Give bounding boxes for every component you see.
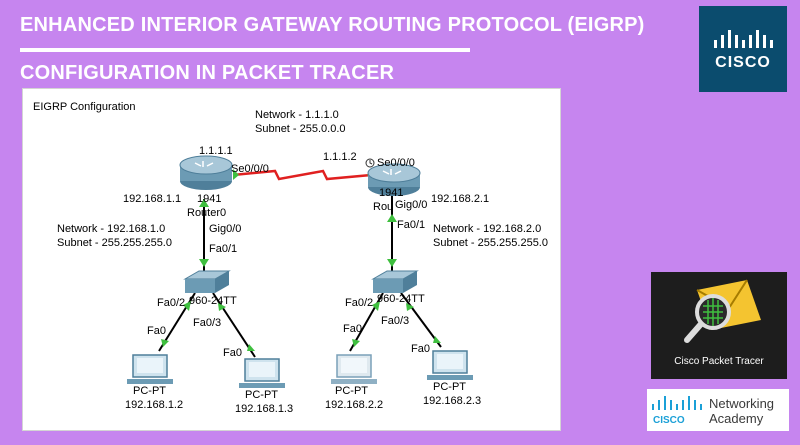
lan1-subnet-label: Subnet - 255.255.255.0 — [433, 237, 548, 249]
pc0-ip: 192.168.1.2 — [125, 399, 184, 411]
page-title-line-2: CONFIGURATION IN PACKET TRACER — [20, 62, 395, 84]
pc3-icon[interactable] — [427, 350, 473, 380]
switch0-port-b: Fa0/3 — [193, 317, 222, 329]
link-status-markers — [161, 169, 441, 351]
pc0-icon[interactable] — [127, 354, 173, 384]
academy-line-1: Networking — [709, 396, 775, 411]
packet-tracer-card: Cisco Packet Tracer — [651, 272, 787, 379]
cisco-wordmark: CISCO — [715, 54, 771, 71]
router1-gig-port: Gig0/0 — [395, 199, 428, 211]
router0-name: Router0 — [187, 207, 227, 219]
switch1-uplink-port: Fa0/1 — [397, 219, 426, 231]
router1-serial-ip: 1.1.1.2 — [323, 151, 357, 163]
router1-name: Rou — [373, 201, 394, 213]
lan0-subnet-label: Subnet - 255.255.255.0 — [57, 237, 172, 249]
diagram-title: EIGRP Configuration — [33, 101, 136, 113]
serial-subnet-label: Subnet - 255.0.0.0 — [255, 123, 346, 135]
packet-tracer-caption: Cisco Packet Tracer — [674, 356, 764, 367]
switch0-model: 960-24TT — [189, 295, 237, 307]
router0-model: 1941 — [197, 193, 222, 205]
topology-drawing — [127, 155, 473, 388]
router0-icon[interactable] — [179, 155, 233, 190]
pc2-label: PC-PT — [335, 385, 368, 397]
pc3-port: Fa0 — [411, 343, 430, 355]
switch1-icon[interactable] — [371, 270, 419, 293]
topology-canvas[interactable]: EIGRP Configuration Network - 1.1.1.0 Su… — [22, 88, 561, 431]
pc3-ip: 192.168.2.3 — [423, 395, 482, 407]
router0-lan-ip: 192.168.1.1 — [123, 193, 182, 205]
pc0-label: PC-PT — [133, 385, 166, 397]
switch1-port-b: Fa0/3 — [381, 315, 410, 327]
academy-name: Networking Academy — [709, 396, 774, 426]
switch0-uplink-port: Fa0/1 — [209, 243, 238, 255]
switch1-model: 960-24TT — [377, 293, 425, 305]
pc1-ip: 192.168.1.3 — [235, 403, 294, 415]
serial-link[interactable] — [232, 169, 372, 181]
pc1-icon[interactable] — [239, 358, 285, 388]
pc1-label: PC-PT — [245, 389, 278, 401]
lan0-network-label: Network - 192.168.1.0 — [57, 223, 166, 235]
router0-serial-ip: 1.1.1.1 — [199, 145, 233, 157]
academy-line-2: Academy — [709, 411, 764, 426]
clock-icon — [365, 158, 375, 168]
cisco-bars-small-icon — [652, 396, 702, 410]
packet-tracer-envelope-icon — [684, 279, 761, 343]
pc2-port: Fa0 — [343, 323, 362, 335]
switch1-port-a: Fa0/2 — [345, 297, 374, 309]
router1-icon[interactable] — [367, 163, 421, 196]
cisco-bars-icon — [714, 30, 773, 48]
router0-serial-port: Se0/0/0 — [231, 163, 269, 175]
networking-academy-logo: CISCO Networking Academy — [647, 389, 789, 431]
router0-gig-port: Gig0/0 — [209, 223, 242, 235]
router1-model: 1941 — [379, 187, 404, 199]
page-title-line-1: ENHANCED INTERIOR GATEWAY ROUTING PROTOC… — [20, 14, 645, 36]
switch0-icon[interactable] — [183, 270, 231, 293]
serial-network-label: Network - 1.1.1.0 — [255, 109, 339, 121]
link-switch1-pc3[interactable] — [400, 292, 442, 348]
pc3-label: PC-PT — [433, 381, 466, 393]
lan1-network-label: Network - 192.168.2.0 — [433, 223, 542, 235]
academy-cisco-word: CISCO — [653, 415, 685, 426]
router1-lan-ip: 192.168.2.1 — [431, 193, 490, 205]
pc2-ip: 192.168.2.2 — [325, 399, 384, 411]
pc0-port: Fa0 — [147, 325, 166, 337]
title-divider — [20, 48, 470, 52]
pc1-port: Fa0 — [223, 347, 242, 359]
cisco-logo: CISCO — [699, 6, 787, 92]
pc2-icon[interactable] — [331, 354, 377, 384]
switch0-port-a: Fa0/2 — [157, 297, 186, 309]
router1-serial-port: Se0/0/0 — [377, 157, 415, 169]
link-switch0-pc1[interactable] — [212, 292, 256, 358]
